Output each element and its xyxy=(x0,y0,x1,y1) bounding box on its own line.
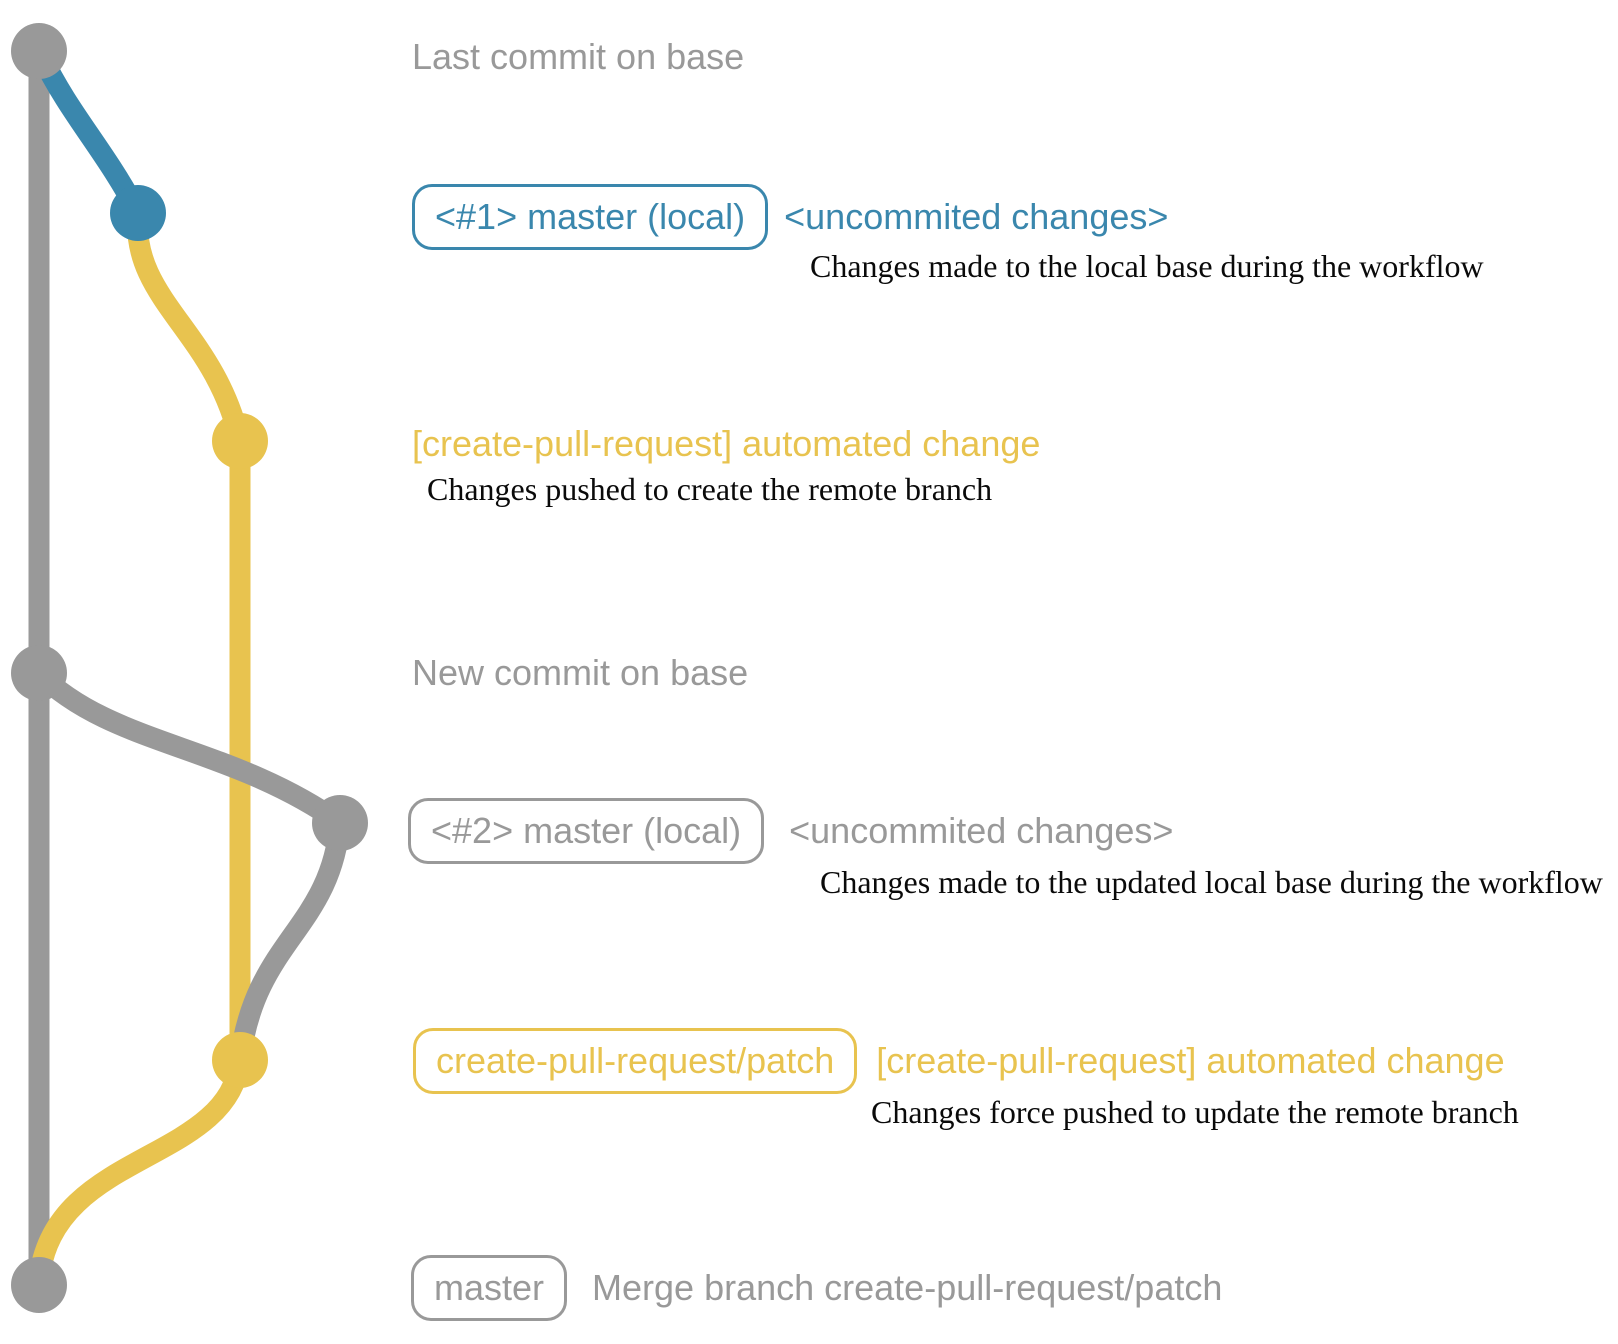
commit-dot-last-base xyxy=(11,23,67,79)
branch-tag-master-local-2: <#2> master (local) xyxy=(408,798,765,864)
row-local-master-1: <#1> master (local) <uncommited changes> xyxy=(412,184,1168,250)
caption-local-base-changes: Changes made to the local base during th… xyxy=(810,248,1484,284)
branch-tag-master: master xyxy=(411,1255,568,1321)
commit-dot-automated-2 xyxy=(212,1032,268,1088)
heading-last-commit-on-base: Last commit on base xyxy=(412,36,745,77)
commit-dot-merge xyxy=(11,1257,67,1313)
commit-message-automated-2: [create-pull-request] automated change xyxy=(876,1040,1505,1081)
row-merge: master Merge branch create-pull-request/… xyxy=(411,1255,1222,1321)
commit-dot-uncommitted-1 xyxy=(110,185,166,241)
caption-updated-local-base-changes: Changes made to the updated local base d… xyxy=(820,864,1603,900)
commit-message-merge: Merge branch create-pull-request/patch xyxy=(592,1267,1223,1308)
row-local-master-2: <#2> master (local) <uncommited changes> xyxy=(408,798,1173,864)
updated-local-master-curve xyxy=(31,665,352,1062)
commit-message-automated-1: [create-pull-request] automated change xyxy=(412,423,1041,464)
heading-new-commit-on-base: New commit on base xyxy=(412,652,749,693)
branch-tag-create-pull-request-patch: create-pull-request/patch xyxy=(413,1028,858,1094)
commit-dot-new-base xyxy=(11,645,67,701)
commit-dot-uncommitted-2 xyxy=(312,795,368,851)
row-patch-branch: create-pull-request/patch [create-pull-r… xyxy=(413,1028,1505,1094)
commit-message-uncommitted-1: <uncommited changes> xyxy=(784,196,1169,237)
caption-force-push-update-branch: Changes force pushed to update the remot… xyxy=(871,1094,1519,1130)
caption-push-create-branch: Changes pushed to create the remote bran… xyxy=(427,471,993,507)
commit-dot-automated-1 xyxy=(212,413,268,469)
commit-message-uncommitted-2: <uncommited changes> xyxy=(789,810,1174,851)
branch-tag-master-local-1: <#1> master (local) xyxy=(412,184,769,250)
